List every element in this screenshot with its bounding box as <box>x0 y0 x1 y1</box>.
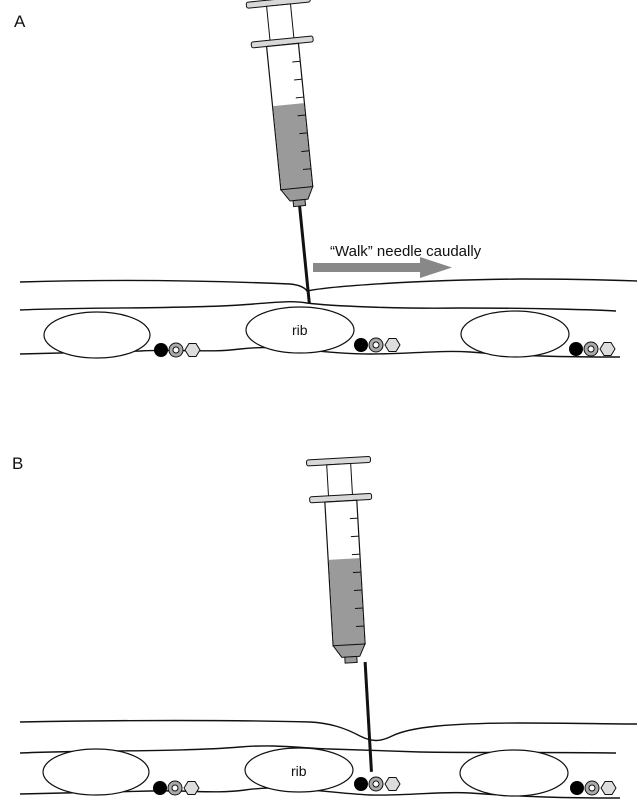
nerve-icon <box>184 343 201 357</box>
nerve-icon <box>600 781 617 795</box>
nerve-icon <box>384 777 401 791</box>
rib-right <box>460 310 570 358</box>
panel-a-label: A <box>14 12 26 31</box>
skin-line <box>19 719 638 742</box>
subcutaneous-line <box>19 301 617 312</box>
neurovascular-bundle <box>354 776 401 792</box>
artery-lumen <box>372 780 380 788</box>
rib-center <box>244 747 354 793</box>
neurovascular-bundle <box>354 337 401 353</box>
vein-icon <box>354 777 368 791</box>
barrel-tip <box>332 643 366 658</box>
rib-left <box>42 748 150 796</box>
vein-icon <box>570 781 584 795</box>
artery-lumen <box>171 784 179 792</box>
neurovascular-bundle <box>154 342 201 358</box>
needle <box>363 661 373 772</box>
graduation-marks <box>349 517 365 627</box>
needle-hub <box>292 198 307 208</box>
rib-center <box>245 306 355 354</box>
needle <box>298 204 311 304</box>
barrel-tip <box>279 186 314 202</box>
skin-line <box>19 278 638 292</box>
vein-icon <box>354 338 368 352</box>
nerve-icon <box>183 781 200 795</box>
artery-lumen <box>588 784 596 792</box>
nerve-icon <box>384 338 401 352</box>
syringe <box>245 0 314 304</box>
arrow-shaft <box>313 263 421 272</box>
barrel-fluid <box>328 558 365 646</box>
neurovascular-bundle <box>569 341 616 357</box>
graduation-marks <box>292 60 312 171</box>
panel-a: A rib <box>14 0 638 359</box>
arrow-caption: “Walk” needle caudally <box>330 243 482 260</box>
barrel-fluid <box>273 103 313 190</box>
syringe <box>306 455 373 772</box>
needle-hub <box>344 655 358 664</box>
vein-icon <box>569 342 583 356</box>
neurovascular-bundle <box>570 780 617 796</box>
neurovascular-bundle <box>153 780 200 796</box>
vein-icon <box>154 343 168 357</box>
artery-lumen <box>172 346 180 354</box>
arrow-head <box>420 257 452 278</box>
rib-right <box>459 749 569 797</box>
artery-lumen <box>587 345 595 353</box>
panel-b-label: B <box>12 454 23 473</box>
panel-b: B rib <box>12 454 638 799</box>
vein-icon <box>153 781 167 795</box>
walk-caudally-arrow <box>313 257 452 278</box>
nerve-icon <box>599 342 616 356</box>
rib-left <box>43 311 151 359</box>
rib-label: rib <box>292 322 308 338</box>
artery-lumen <box>372 341 380 349</box>
plunger-rod <box>326 462 354 498</box>
rib-label: rib <box>291 763 307 779</box>
